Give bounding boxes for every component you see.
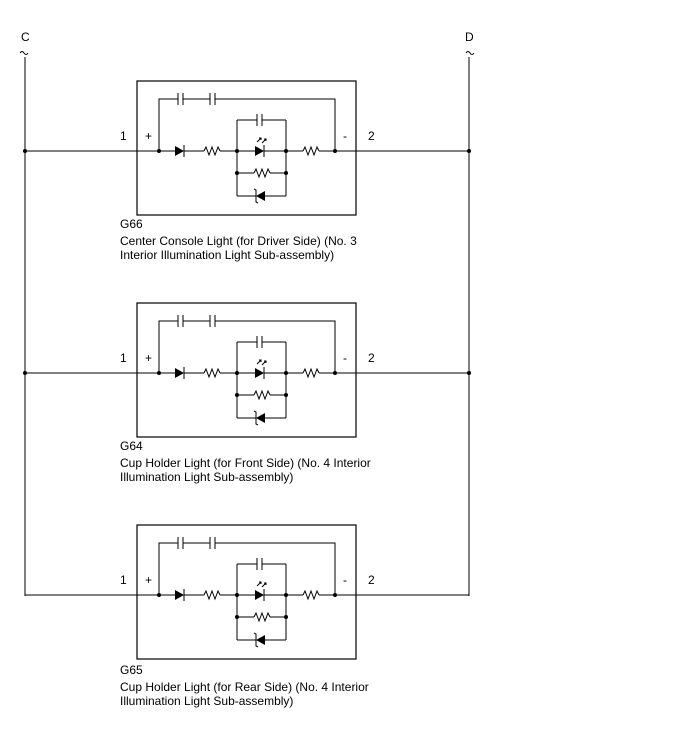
bus-label-d: D [465, 30, 474, 44]
resistor-icon [302, 367, 320, 379]
node-dot [284, 393, 288, 397]
pin-label-2: 2 [368, 129, 375, 143]
circuit-wire [158, 320, 178, 373]
bus-label-c: C [21, 30, 30, 44]
circuit-wire [215, 98, 336, 151]
internal-circuit [137, 93, 356, 204]
pin-label-1: 1 [120, 129, 127, 143]
circuit-wire [215, 542, 336, 595]
component-description-line2: Illumination Light Sub-assembly) [120, 694, 293, 708]
pin-label-2: 2 [368, 573, 375, 587]
component-description-line1: Center Console Light (for Driver Side) (… [120, 234, 357, 248]
plus-sign: + [145, 573, 152, 587]
zener-diode-icon [256, 635, 265, 645]
resistor-icon [203, 145, 221, 157]
zener-diode-icon [256, 191, 265, 201]
plus-sign: + [145, 129, 152, 143]
component-block-g65: 1 2 + - G65 Cup Holder Light (for Rear S… [25, 524, 469, 708]
junction-dot [23, 371, 27, 375]
circuit-wire [158, 542, 178, 595]
zener-bar [253, 632, 259, 648]
junction-dot [23, 149, 27, 153]
component-code: G66 [120, 217, 143, 231]
node-dot [333, 371, 337, 375]
resistor-icon [253, 167, 271, 179]
diode-icon [175, 590, 184, 600]
bus-break-d-icon [465, 51, 475, 55]
component-code: G65 [120, 663, 143, 677]
resistor-icon [302, 589, 320, 601]
circuit-wire [215, 320, 336, 373]
resistor-icon [253, 389, 271, 401]
bus-break-c-icon [19, 51, 29, 55]
junction-dot [467, 371, 471, 375]
plus-sign: + [145, 351, 152, 365]
node-dot [284, 171, 288, 175]
minus-sign: - [343, 573, 347, 587]
component-box [136, 302, 357, 438]
component-description-line1: Cup Holder Light (for Rear Side) (No. 4 … [120, 680, 369, 694]
node-dot [284, 615, 288, 619]
component-box [136, 524, 357, 660]
resistor-icon [203, 589, 221, 601]
resistor-icon [302, 145, 320, 157]
component-description-line2: Illumination Light Sub-assembly) [120, 470, 293, 484]
resistor-icon [253, 611, 271, 623]
node-dot [333, 149, 337, 153]
zener-bar [253, 410, 259, 426]
led-light-icon [256, 359, 267, 366]
minus-sign: - [343, 351, 347, 365]
minus-sign: - [343, 129, 347, 143]
resistor-icon [203, 367, 221, 379]
pin-label-2: 2 [368, 351, 375, 365]
diode-icon [255, 146, 264, 156]
internal-circuit [137, 537, 356, 648]
pin-label-1: 1 [120, 351, 127, 365]
component-code: G64 [120, 439, 143, 453]
zener-diode-icon [256, 413, 265, 423]
circuit-wire [158, 98, 178, 151]
internal-circuit [137, 315, 356, 426]
component-description-line2: Interior Illumination Light Sub-assembly… [120, 248, 334, 262]
diode-icon [175, 368, 184, 378]
component-block-g66: 1 2 + - G66 Center Console Light (for Dr… [23, 80, 471, 262]
node-dot [235, 171, 239, 175]
component-description-line1: Cup Holder Light (for Front Side) (No. 4… [120, 456, 371, 470]
led-light-icon [256, 581, 267, 588]
junction-dot [467, 149, 471, 153]
node-dot [333, 593, 337, 597]
component-block-g64: 1 2 + - G64 Cup Holder Light (for Front … [23, 302, 471, 484]
diode-icon [255, 368, 264, 378]
diode-icon [175, 146, 184, 156]
component-box [136, 80, 357, 216]
pin-label-1: 1 [120, 573, 127, 587]
led-light-icon [256, 137, 267, 144]
diode-icon [255, 590, 264, 600]
node-dot [235, 393, 239, 397]
node-dot [235, 615, 239, 619]
zener-bar [253, 188, 259, 204]
